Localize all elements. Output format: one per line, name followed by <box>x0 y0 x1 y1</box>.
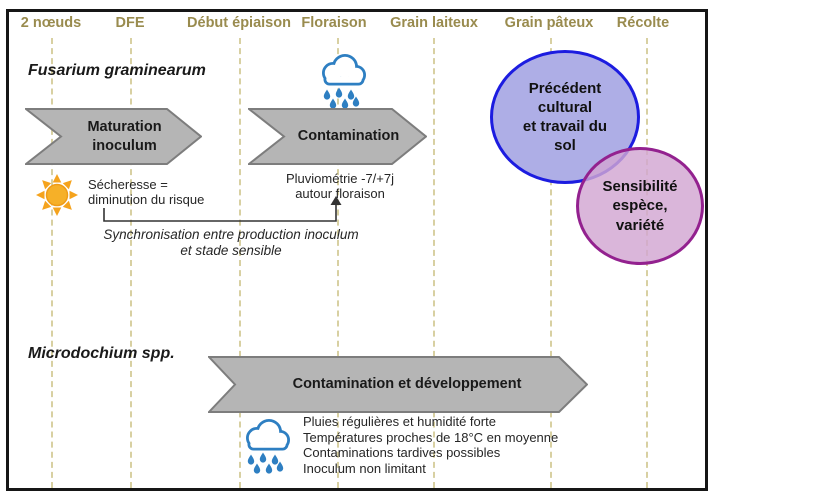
chevron-arrow-shape <box>25 108 202 165</box>
previous-crop-label: Précédent cultural et travail du sol <box>522 79 608 155</box>
detail-line: Températures proches de 18°C en moyenne <box>303 429 559 445</box>
contamination-arrow-label: Contamination <box>297 128 400 145</box>
development-arrow: Contamination et développement <box>208 356 588 413</box>
rain-cloud-icon <box>322 54 366 108</box>
sync-connector-arrow <box>103 196 342 222</box>
stage-gridline <box>239 38 241 488</box>
chevron-arrow-shape <box>248 108 427 165</box>
drought-note: Sécheresse = diminution du risque <box>88 177 205 208</box>
maturation-arrow: Maturation inoculum <box>25 108 202 165</box>
stage-gridline <box>51 38 53 488</box>
variety-sensitivity-label: Sensibilité espèce, variété <box>602 178 678 234</box>
chevron-arrow-shape <box>208 356 588 413</box>
microdochium-section-title: Microdochium spp. <box>28 345 175 362</box>
rain-cloud-icon <box>246 419 290 474</box>
synchronisation-note: Synchronisation entre production inoculu… <box>103 227 359 258</box>
detail-line: Contaminations tardives possibles <box>303 445 501 460</box>
stage-gridline <box>130 38 132 488</box>
detail-line: Inoculum non limitant <box>303 460 426 476</box>
stage-label: DFE <box>115 15 145 31</box>
stage-gridline <box>433 38 435 488</box>
raindrops <box>247 452 284 474</box>
development-arrow-label: Contamination et développement <box>292 376 522 393</box>
stage-label: Grain laiteux <box>390 15 478 31</box>
fusarium-section-title: Fusarium graminearum <box>28 62 206 79</box>
stage-label: Début épiaison <box>187 15 291 31</box>
variety-sensitivity-ellipse: Sensibilité espèce, variété <box>576 147 704 265</box>
microdochium-details: Pluies régulières et humidité forte Temp… <box>303 414 558 476</box>
detail-line: Pluies régulières et humidité forte <box>303 414 496 429</box>
stage-label: Grain pâteux <box>504 15 594 31</box>
sun-icon <box>36 174 78 216</box>
stage-gridline <box>550 38 552 488</box>
contamination-arrow: Contamination <box>248 108 427 165</box>
raindrops <box>323 87 360 108</box>
stage-gridline <box>337 38 339 488</box>
stage-label: 2 nœuds <box>20 15 82 31</box>
maturation-arrow-label: Maturation inoculum <box>87 118 162 154</box>
pluviometrie-note: Pluviométrie -7/+7j autour floraison <box>285 171 395 202</box>
stage-label: Floraison <box>301 15 367 31</box>
stage-label: Récolte <box>616 15 670 31</box>
